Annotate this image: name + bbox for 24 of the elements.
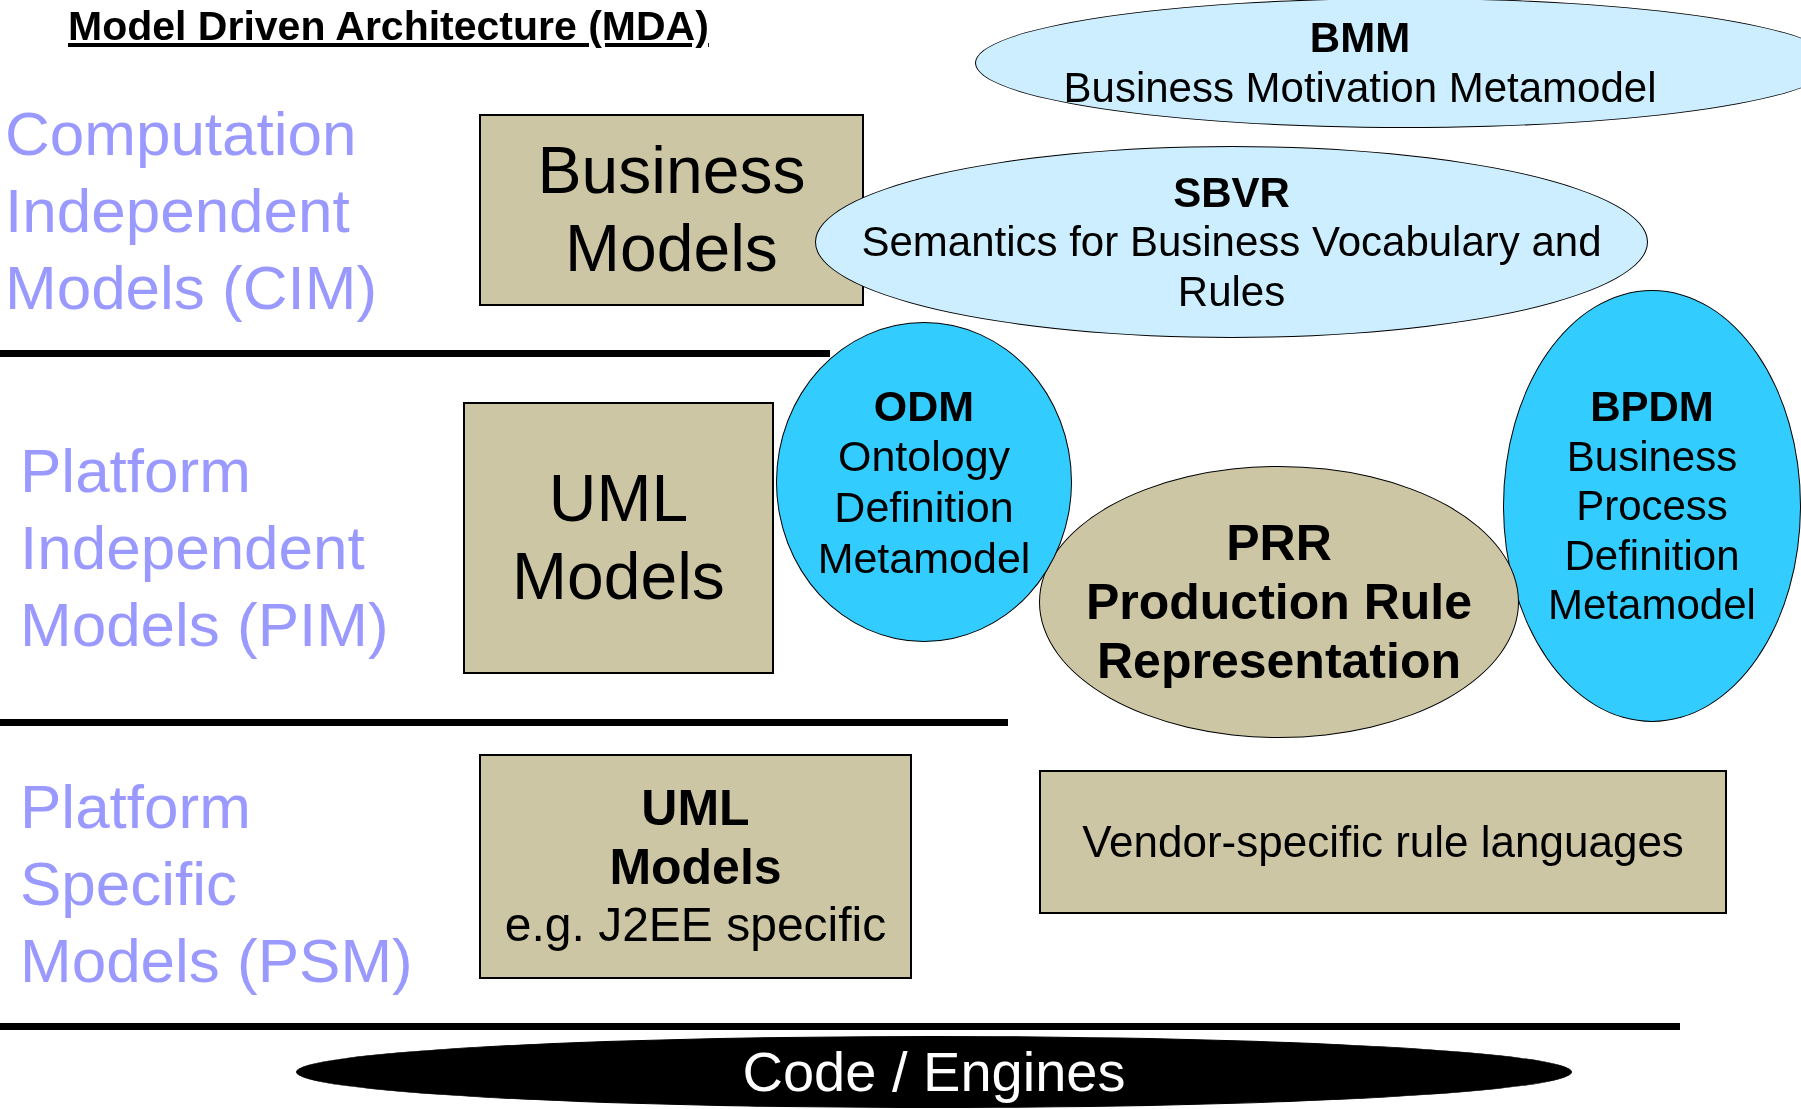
model-box xyxy=(1039,770,1727,914)
node-heading: UML Models xyxy=(511,460,726,615)
model-box xyxy=(479,114,864,306)
node-description: Ontology Definition Metamodel xyxy=(816,431,1032,584)
model-box xyxy=(463,402,774,674)
node-heading: PRR xyxy=(1226,513,1332,573)
node-description: Business Process Definition Metamodel xyxy=(1547,431,1757,630)
node-heading: BPDM xyxy=(1590,382,1714,432)
model-box xyxy=(479,754,912,979)
node-heading: Code / Engines xyxy=(742,1038,1126,1105)
diagram-title: Model Driven Architecture (MDA) xyxy=(68,4,709,50)
node-heading: Business Models xyxy=(536,132,807,287)
node-description: e.g. J2EE specific xyxy=(504,897,887,954)
node-description: Business Motivation Metamodel xyxy=(1063,63,1657,113)
layer-label: Platform Independent Models (PIM) xyxy=(20,435,390,661)
layer-label: Platform Specific Models (PSM) xyxy=(20,771,414,997)
node-heading: UML Models xyxy=(608,779,783,898)
node-description: Semantics for Business Vocabulary and Rules xyxy=(860,217,1603,317)
node-heading: Vendor-specific rule languages xyxy=(1082,816,1684,868)
node-heading: BMM xyxy=(1309,13,1411,63)
layer-label: Computation Independent Models (CIM) xyxy=(5,98,379,324)
node-heading: ODM xyxy=(873,380,975,432)
node-description: Production Rule Representation xyxy=(1084,572,1474,691)
node-heading: SBVR xyxy=(1173,167,1290,218)
